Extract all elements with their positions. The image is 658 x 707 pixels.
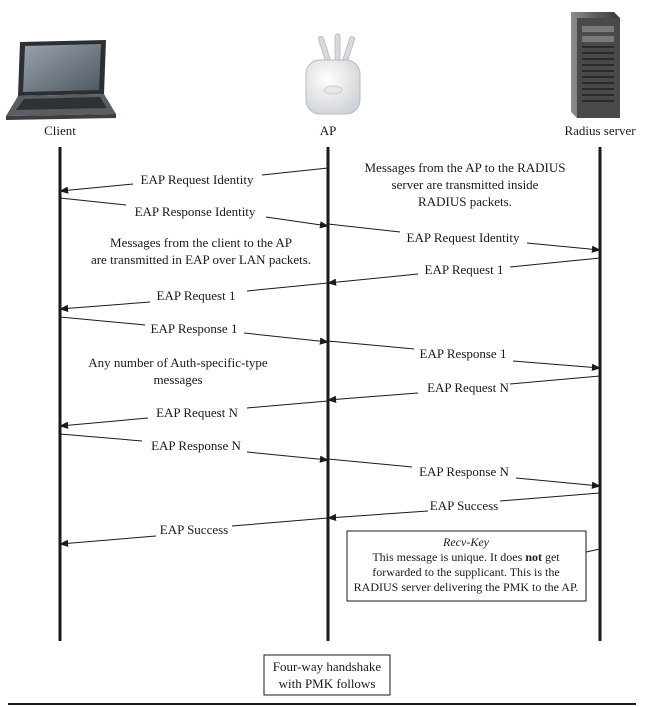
message-arrow: EAP Request Identity	[59, 167, 329, 194]
message-arrow: EAP Request N	[59, 400, 329, 429]
message-arrow: EAP Response N	[59, 433, 329, 463]
message-arrow: EAP Response 1	[59, 316, 329, 345]
recv-key-note: Recv-Key This message is unique. It does…	[346, 530, 601, 602]
message-label: EAP Request N	[427, 380, 509, 395]
message-label: EAP Request N	[156, 405, 238, 420]
recv-key-box	[346, 530, 587, 602]
message-label: EAP Success	[160, 522, 229, 537]
message-arrow: EAP Success	[327, 492, 601, 522]
handshake-line: with PMK follows	[279, 676, 376, 691]
message-label: EAP Response N	[419, 464, 509, 479]
recv-key-line-2: forwarded to the supplicant. This is the	[372, 565, 559, 579]
message-label: EAP Response N	[151, 438, 241, 453]
message-label: EAP Response Identity	[135, 204, 256, 219]
message-label: EAP Request Identity	[141, 172, 254, 187]
note-line: Any number of Auth-specific-type	[88, 355, 268, 370]
note-line: are transmitted in EAP over LAN packets.	[91, 252, 311, 267]
participant-radius-label: Radius server	[564, 123, 636, 138]
note-line: RADIUS packets.	[418, 194, 512, 209]
message-label: EAP Request Identity	[407, 230, 520, 245]
message-label: EAP Success	[430, 498, 499, 513]
access-point-icon	[305, 33, 361, 115]
recv-key-connector	[585, 548, 601, 553]
message-arrow: EAP Response Identity	[59, 197, 329, 229]
note-line: Messages from the client to the AP	[110, 235, 292, 250]
note-line: Messages from the AP to the RADIUS	[364, 160, 565, 175]
recv-key-title: Recv-Key	[442, 535, 490, 549]
message-arrow: EAP Request N	[327, 375, 601, 403]
eapol-note: Messages from the client to the AP are t…	[91, 235, 311, 267]
note-line: messages	[153, 372, 202, 387]
message-label: EAP Response 1	[151, 321, 238, 336]
message-arrow: EAP Success	[59, 517, 329, 547]
handshake-line: Four-way handshake	[273, 659, 382, 674]
note-line: server are transmitted inside	[392, 177, 539, 192]
message-arrow: EAP Request 1	[327, 257, 601, 286]
handshake-box: Four-way handshake with PMK follows	[263, 654, 391, 696]
message-arrow: EAP Response N	[327, 458, 601, 489]
message-label: EAP Request 1	[157, 288, 236, 303]
participant-client-label: Client	[44, 123, 76, 138]
server-tower-icon	[571, 12, 620, 118]
message-arrow: EAP Request 1	[59, 282, 329, 312]
auth-messages-note: Any number of Auth-specific-type message…	[88, 355, 268, 387]
participant-ap-label: AP	[320, 123, 337, 138]
recv-key-line-1: This message is unique. It does not get	[372, 550, 560, 564]
laptop-icon	[6, 40, 116, 120]
recv-key-line-3: RADIUS server delivering the PMK to the …	[354, 580, 579, 594]
message-label: EAP Request 1	[425, 262, 504, 277]
handshake-frame	[263, 654, 391, 696]
message-label: EAP Response 1	[420, 346, 507, 361]
message-arrow: EAP Response 1	[327, 340, 601, 371]
message-arrow: EAP Request Identity	[327, 223, 601, 253]
radius-packets-note: Messages from the AP to the RADIUS serve…	[364, 160, 565, 209]
